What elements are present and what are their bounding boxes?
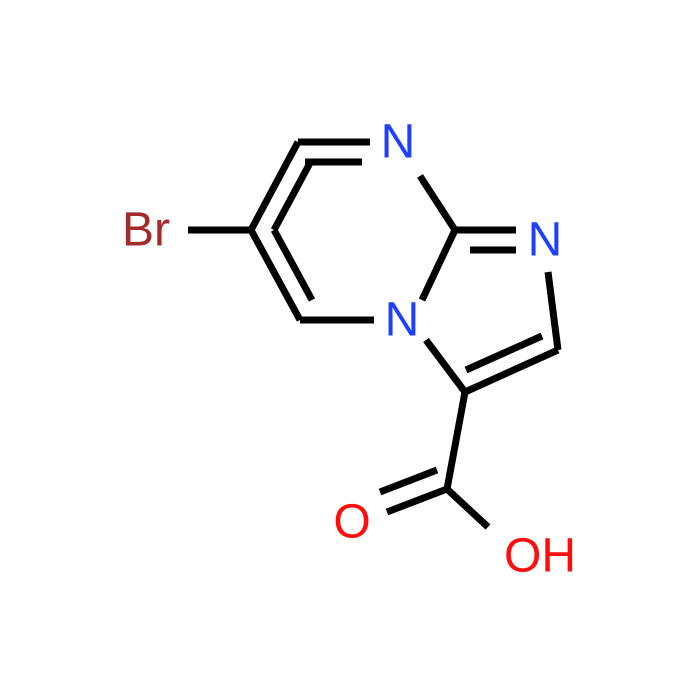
bond-ccarboxyl-oh <box>444 486 491 530</box>
bond-c7-c6-inner <box>270 228 316 302</box>
bond-c7-c6 <box>247 228 304 322</box>
atom-label-n-top: N <box>381 116 416 169</box>
bond-c8a-nbridge <box>418 228 459 302</box>
atom-label-n-right: N <box>528 214 563 267</box>
atom-label-br: Br <box>122 204 170 257</box>
bond-c2-c3-inner <box>464 332 544 374</box>
atom-labels: Br N N N O OH <box>122 116 576 583</box>
bond-c5-c6 <box>247 140 302 232</box>
bond-c5-c6-inner <box>270 161 314 232</box>
bond-ccarboxyl-o <box>385 485 449 516</box>
bond-c3-ccarboxyl <box>443 391 469 490</box>
atom-label-n-bridge: N <box>385 294 420 347</box>
bond-c2-c3 <box>463 346 560 396</box>
bonds <box>188 138 562 530</box>
bond-c3-nbridge <box>423 337 468 395</box>
atom-label-o-carbonyl: O <box>333 496 370 549</box>
bond-ccarboxyl-o-inner <box>378 466 439 496</box>
bond-n1-c2 <box>544 271 562 351</box>
bond-n4-c8a <box>417 174 458 232</box>
atom-label-oh: OH <box>504 530 576 583</box>
